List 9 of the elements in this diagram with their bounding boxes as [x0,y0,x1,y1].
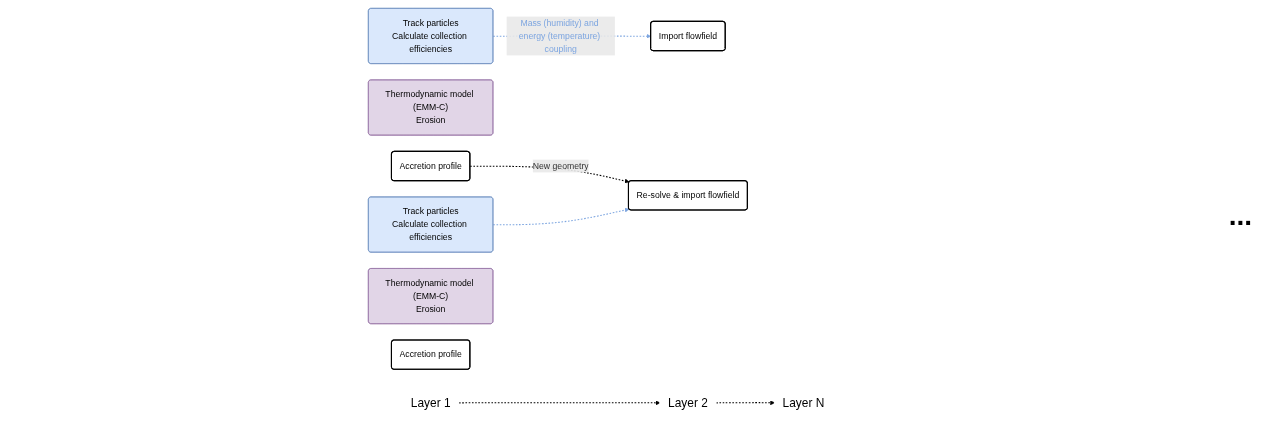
node-text: Layer N [782,395,824,410]
edge-label: New geometry [532,161,589,171]
arrow [715,400,775,406]
arrow [458,400,660,406]
edge-label: Mass (humidity) and energy (temperature) coupling [518,18,600,54]
ellipsis-text: ... [1228,200,1252,232]
node-text: Layer 2 [667,395,708,410]
arrow [492,207,630,226]
node-text: Layer 1 [410,395,451,410]
